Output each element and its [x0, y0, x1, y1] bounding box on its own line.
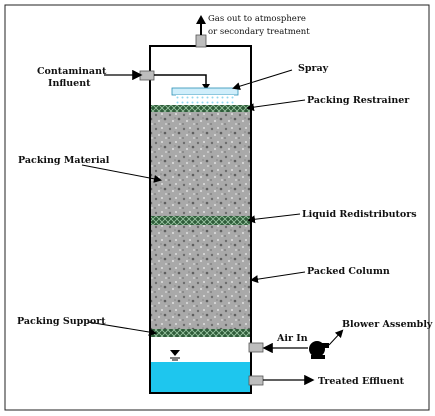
- packing-support: [151, 329, 250, 337]
- contaminant-label-line1: Contaminant: [37, 66, 107, 77]
- air-in-label: Air In: [276, 333, 308, 344]
- influent-internal-arrowhead: [202, 84, 210, 90]
- gas-outlet-pipe: [195, 34, 207, 48]
- gas-out-label-line1: Gas out to atmosphere: [208, 14, 306, 24]
- redistributor-leader: [247, 213, 301, 224]
- packed-column-label: Packed Column: [307, 266, 390, 277]
- sump-water: [151, 362, 250, 392]
- restrainer-leader: [246, 99, 306, 112]
- packing-support-leader: [87, 321, 157, 336]
- packing-restrainer-label: Packing Restrainer: [307, 95, 410, 106]
- liquid-redistributor: [151, 216, 250, 225]
- gas-out-label-line2: or secondary treatment: [208, 27, 310, 37]
- spray-droplets: [176, 95, 234, 105]
- spray-label: Spray: [298, 63, 329, 74]
- spray-nozzle: [171, 87, 239, 96]
- influent-internal-line: [154, 74, 207, 86]
- blower-pump-icon: [309, 341, 329, 359]
- packing-material-leader: [81, 164, 162, 183]
- packed-column-leader: [250, 271, 306, 284]
- packing-support-label: Packing Support: [17, 316, 106, 327]
- packing-material-lower: [151, 225, 250, 329]
- packing-restrainer: [151, 105, 250, 112]
- blower-pointer: [328, 329, 344, 346]
- contaminant-label-line2: Influent: [48, 78, 91, 89]
- air-inlet-pipe: [248, 342, 264, 353]
- liquid-redistributors-label: Liquid Redistributors: [302, 209, 417, 220]
- outer-frame: [4, 4, 430, 411]
- influent-pipe: [139, 70, 155, 81]
- packing-material-upper: [151, 112, 250, 216]
- spray-leader: [232, 69, 293, 91]
- water-level-icon: [170, 350, 180, 361]
- blower-assembly-label: Blower Assembly: [342, 319, 433, 330]
- effluent-pipe: [248, 375, 264, 386]
- treated-effluent-label: Treated Effluent: [318, 376, 405, 387]
- gas-outlet-arrowhead: [196, 15, 206, 24]
- packing-material-label: Packing Material: [18, 155, 110, 166]
